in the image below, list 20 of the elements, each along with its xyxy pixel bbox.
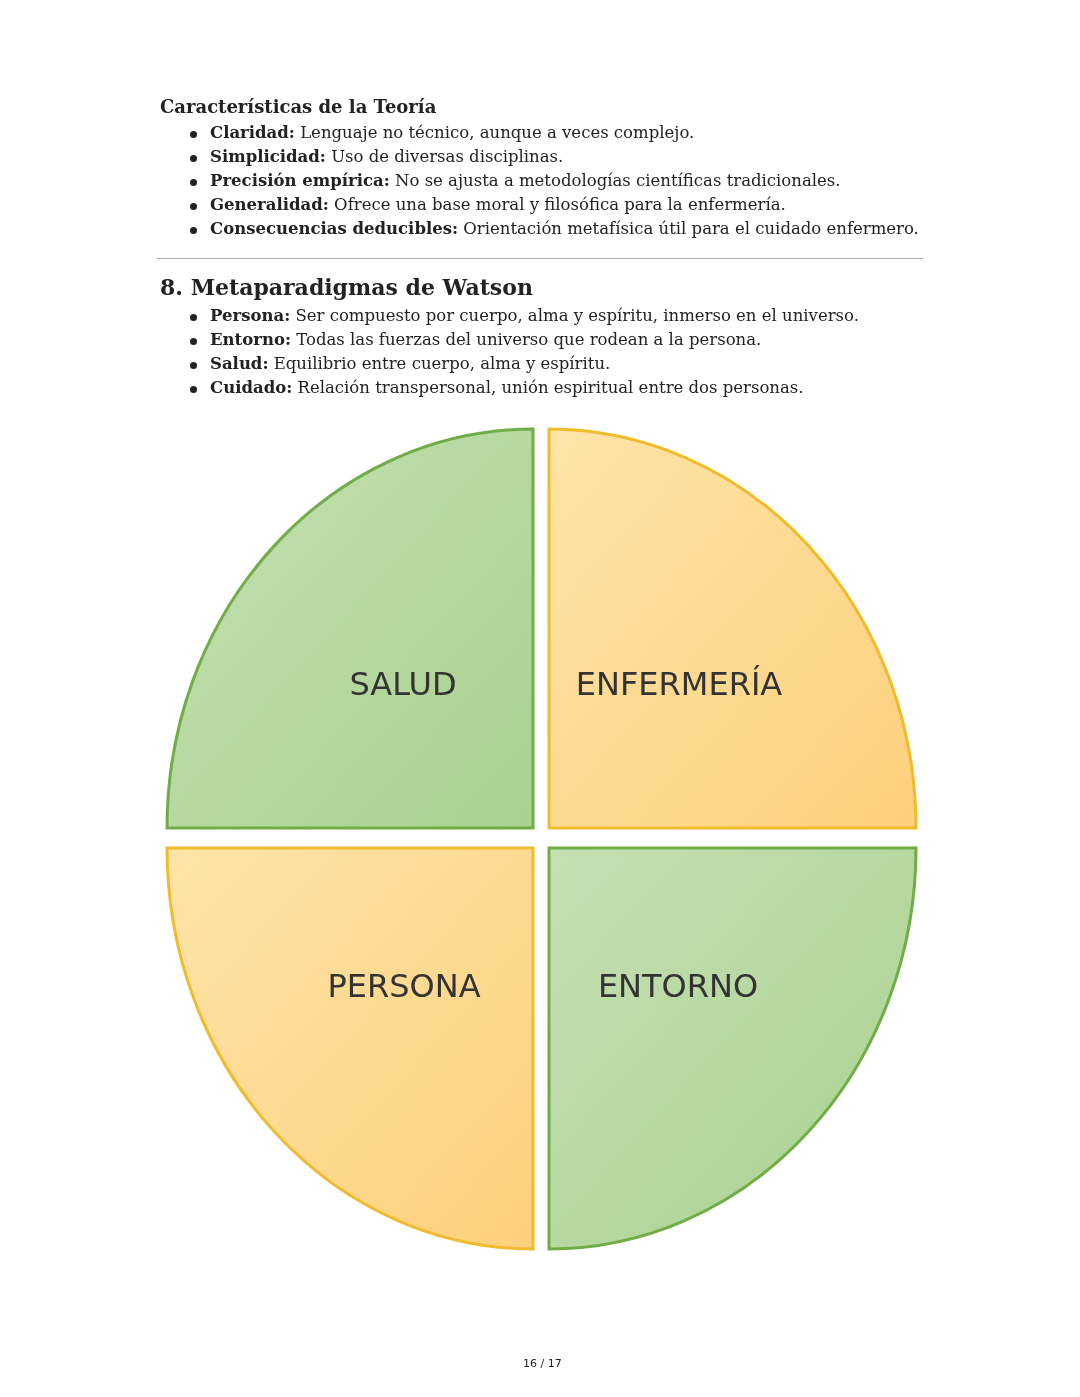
bullet-item: Generalidad: Ofrece una base moral y filosófica para la enfermería.: [210, 195, 786, 214]
segment-label: PERSONA: [327, 967, 481, 1005]
bullet-item: Persona: Ser compuesto por cuerpo, alma y espíritu, inmerso en el universo.: [210, 306, 859, 325]
segment-label: ENFERMERÍA: [575, 665, 783, 703]
bullet-item: Consecuencias deducibles: Orientación metafísica útil para el cuidado enfermero.: [210, 219, 919, 238]
bullet-item: Claridad: Lenguaje no técnico, aunque a veces complejo.: [210, 123, 695, 142]
section-heading: Características de la Teoría: [160, 96, 437, 117]
bullet-item: Salud: Equilibrio entre cuerpo, alma y espíritu.: [210, 354, 611, 373]
quadrant-segment: [549, 848, 917, 1250]
segment-label: ENTORNO: [597, 967, 759, 1005]
quadrant-segment: [549, 428, 917, 828]
section-heading: 8. Metaparadigmas de Watson: [160, 274, 533, 300]
bullet-item: Simplicidad: Uso de diversas disciplinas.: [210, 147, 564, 166]
quadrant-segment: [166, 848, 533, 1250]
bullet-item: Entorno: Todas las fuerzas del universo que rodean a la persona.: [210, 330, 762, 349]
bullet-item: Precisión empírica: No se ajusta a metodologías científicas tradicionales.: [210, 171, 841, 190]
quadrant-segment: [166, 428, 533, 828]
segment-label: SALUD: [349, 665, 457, 703]
page-number: 16 / 17: [523, 1357, 562, 1370]
bullet-item: Cuidado: Relación transpersonal, unión espiritual entre dos personas.: [210, 378, 804, 397]
